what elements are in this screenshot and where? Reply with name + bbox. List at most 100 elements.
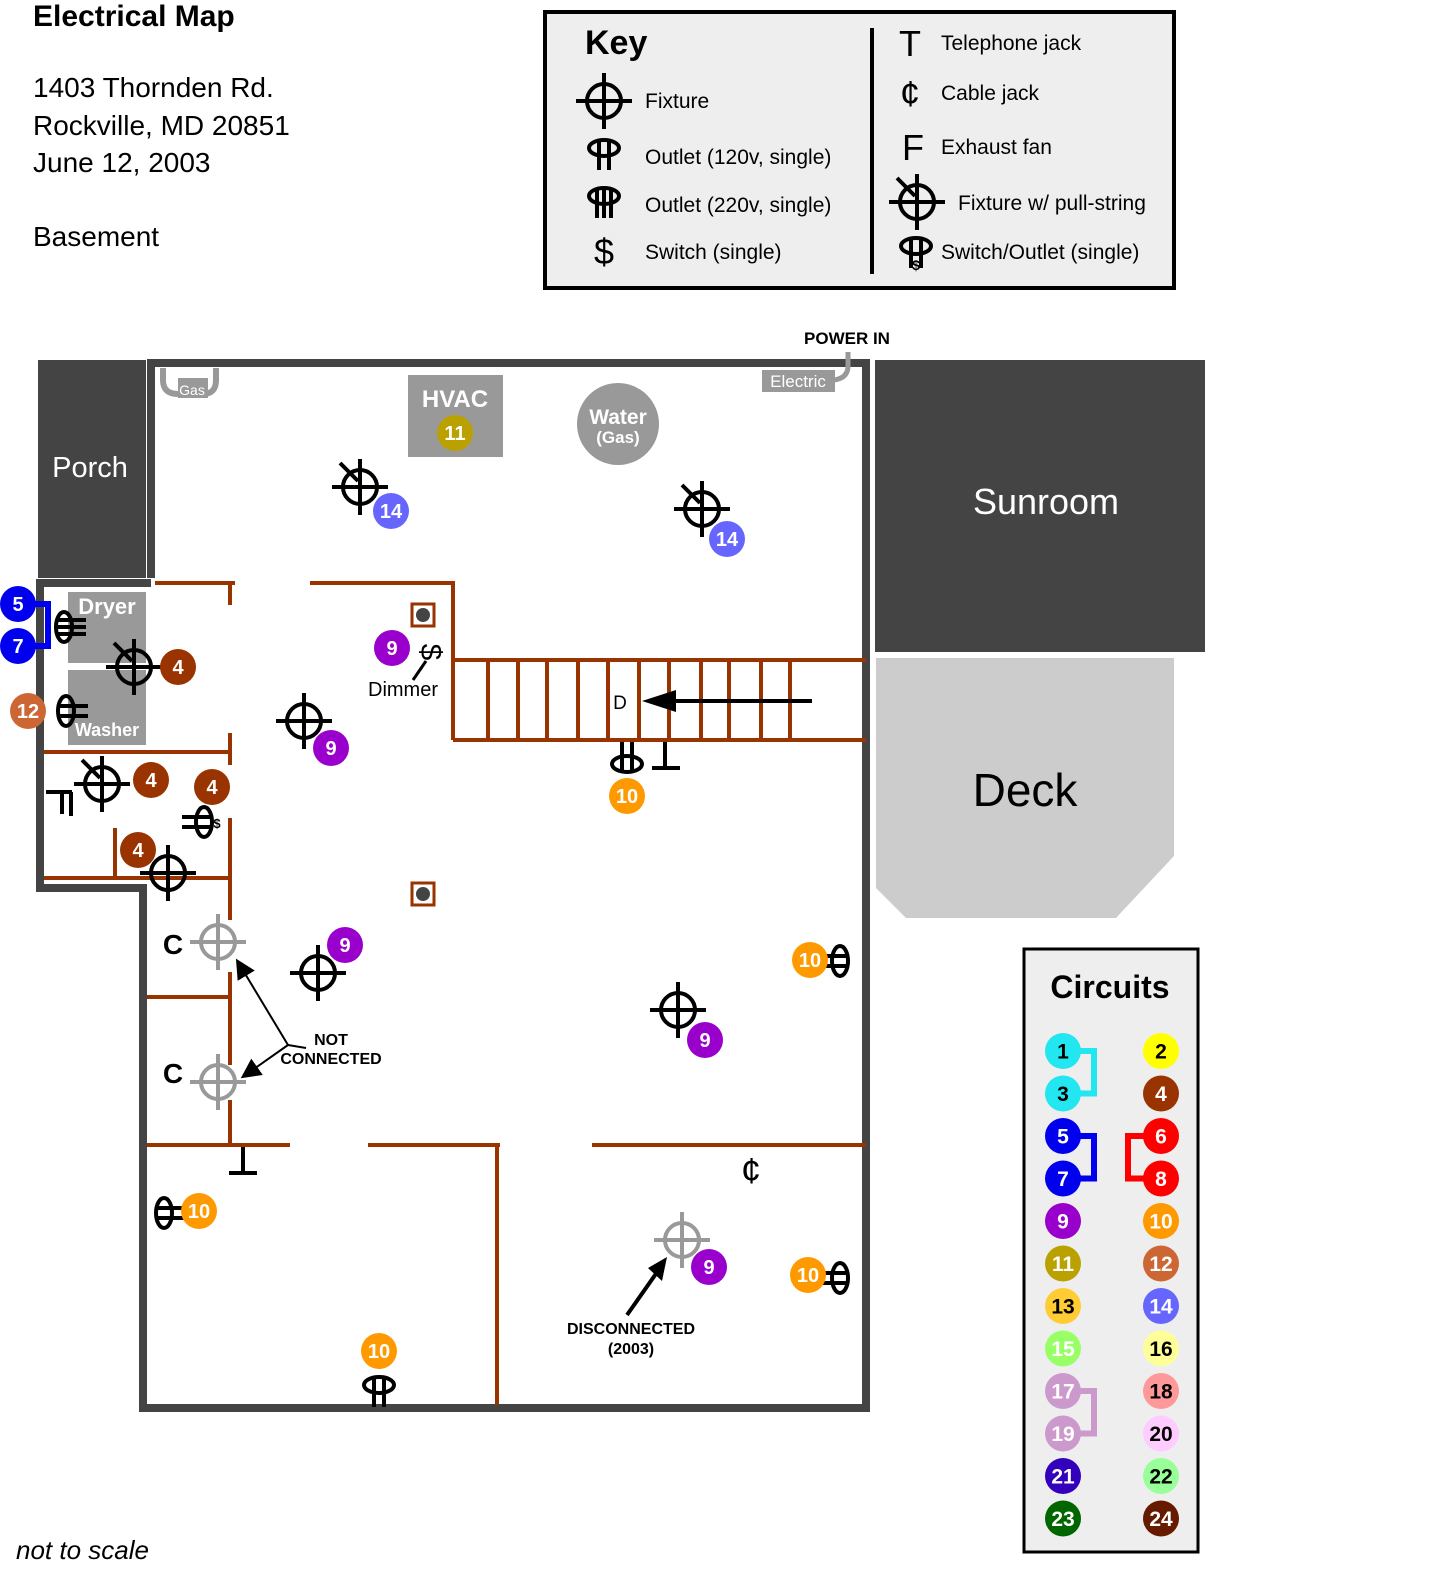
stairs-arrowhead [642,690,676,712]
dimmer-switch-icon[interactable]: $ [414,644,447,661]
circuit-badge-number: 3 [1057,1083,1069,1106]
fixture-icon[interactable] [188,912,248,972]
not-connected-arrows [235,958,307,1079]
circuit-badge-19: 19 [1045,1415,1081,1452]
circuit-badge-circle [120,832,156,868]
closet-marker: C [163,929,183,960]
circuit-badge-7: 7 [1045,1160,1081,1197]
circuit-badge-9: 9 [1045,1203,1081,1239]
key-title: Key [585,24,647,62]
stairs-down-label: D [613,693,627,714]
circuit-badge-11: 11 [437,415,473,451]
circuit-badge-number: 19 [1051,1423,1074,1446]
not-connected-label-2: CONNECTED [280,1051,381,1068]
circuit-badge-circle [437,415,473,451]
circuit-badge-circle [10,693,46,729]
sunroom-area [875,360,1205,652]
circuit-badge-number: 9 [703,1257,714,1279]
circuit-badge-number: 14 [716,529,739,551]
circuit-badge-number: 23 [1051,1508,1074,1531]
circuit-badge-number: 4 [1155,1083,1167,1106]
interior-walls [44,581,866,1405]
disconnected-arrowhead [648,1257,667,1281]
circuit-badge-23: 23 [1045,1500,1081,1537]
exterior-wall [36,359,870,1412]
circuit-badge-circle [327,927,363,963]
outlet-120v-icon[interactable] [610,740,644,774]
circuit-badge-circle [160,649,196,685]
circuit-badge-number: 10 [188,1201,210,1223]
circuit-badge-circle [1143,1033,1179,1069]
address-line-1: 1403 Thornden Rd. [33,72,274,103]
circuit-badge-circle [709,521,745,557]
circuit-badge-number: 6 [1155,1126,1167,1149]
fixture-pull-string-icon[interactable] [72,754,132,814]
circuit-badge-15: 15 [1045,1330,1081,1367]
switch-outlet-icon[interactable]: $ [180,805,221,839]
hvac-label: HVAC [422,386,488,413]
telephone-jack-icon[interactable] [652,742,680,770]
cable-jack-icon[interactable]: ¢ [741,1150,761,1191]
circuit-badge-circle [0,628,36,664]
water-heater [577,383,659,465]
circuit-badge-number: 8 [1155,1168,1167,1191]
disconnected-label-2: (2003) [608,1341,654,1358]
exhaust-fan-icon[interactable] [46,790,73,816]
circuit-badge-number: 16 [1149,1338,1172,1361]
circuit-badge-number: 10 [799,950,821,972]
circuit-badge-number: 7 [1057,1168,1069,1191]
key-label-switch-outlet: Switch/Outlet (single) [941,241,1139,264]
circuit-badge-circle [313,730,349,766]
circuit-badge-number: 11 [1052,1253,1075,1276]
circuit-badge-number: 9 [699,1030,710,1052]
circuit-badge-number: 22 [1149,1466,1172,1489]
circuit-badge-number: 17 [1051,1381,1074,1404]
circuit-badge-10: 10 [790,1257,826,1293]
circuit-badge-circle [792,942,828,978]
water-sub-label: (Gas) [596,428,639,447]
circuit-badge-number: 9 [1057,1211,1069,1234]
circuit-badge-circle [1045,1118,1081,1154]
circuit-badge-circle [0,586,36,622]
circuit-badge-4: 4 [160,649,196,685]
fixture-icon[interactable] [188,1052,248,1112]
circuit-badge-circle [1143,1415,1179,1452]
circuit-badge-circle [1143,1458,1179,1494]
key-legend: Key Fixture Outlet (120v, single) Outlet… [543,10,1176,290]
circuit-badge-number: 2 [1155,1041,1167,1064]
circuit-badge-circle [1045,1245,1081,1282]
key-label-fixture: Fixture [645,90,709,113]
electric-label: Electric [770,372,826,391]
circuit-badge-number: 1 [1057,1041,1069,1064]
circuit-badge-circle [373,493,409,529]
deck-area [876,658,1174,918]
circuit-badge-number: 18 [1149,1381,1173,1404]
support-post [410,881,436,907]
circuit-badge-number: 4 [145,770,157,792]
gas-box [178,378,208,398]
power-in-label: POWER IN [804,329,890,348]
dryer-circuit-link [30,601,51,649]
circuit-badge-number: 13 [1051,1296,1074,1319]
porch-area [38,360,146,578]
circuit-badge-circle [1143,1288,1179,1324]
circuit-badge-11: 11 [1045,1245,1081,1282]
svg-text:$: $ [912,257,920,273]
address-line-2: Rockville, MD 20851 [33,110,290,141]
circuit-badge-number: 11 [444,423,465,445]
dimmer-leader [411,660,428,681]
circuit-badge-20: 20 [1143,1415,1179,1452]
telephone-jack-icon[interactable] [229,1147,257,1175]
circuit-badge-17: 17 [1045,1373,1081,1409]
circuit-badge-circle [1045,1458,1081,1494]
circuit-badge-circle [1143,1118,1179,1154]
telephone-jack-icon: T [899,23,921,64]
circuit-badge-7: 7 [0,628,36,664]
circuit-badge-13: 13 [1045,1288,1081,1324]
key-label-telephone: Telephone jack [941,32,1082,55]
circuit-badge-circle [181,1193,217,1229]
outlet-120v-icon[interactable] [362,1375,396,1409]
circuit-badge-4: 4 [120,832,156,868]
switch-outlet-icon: $ [899,236,933,273]
